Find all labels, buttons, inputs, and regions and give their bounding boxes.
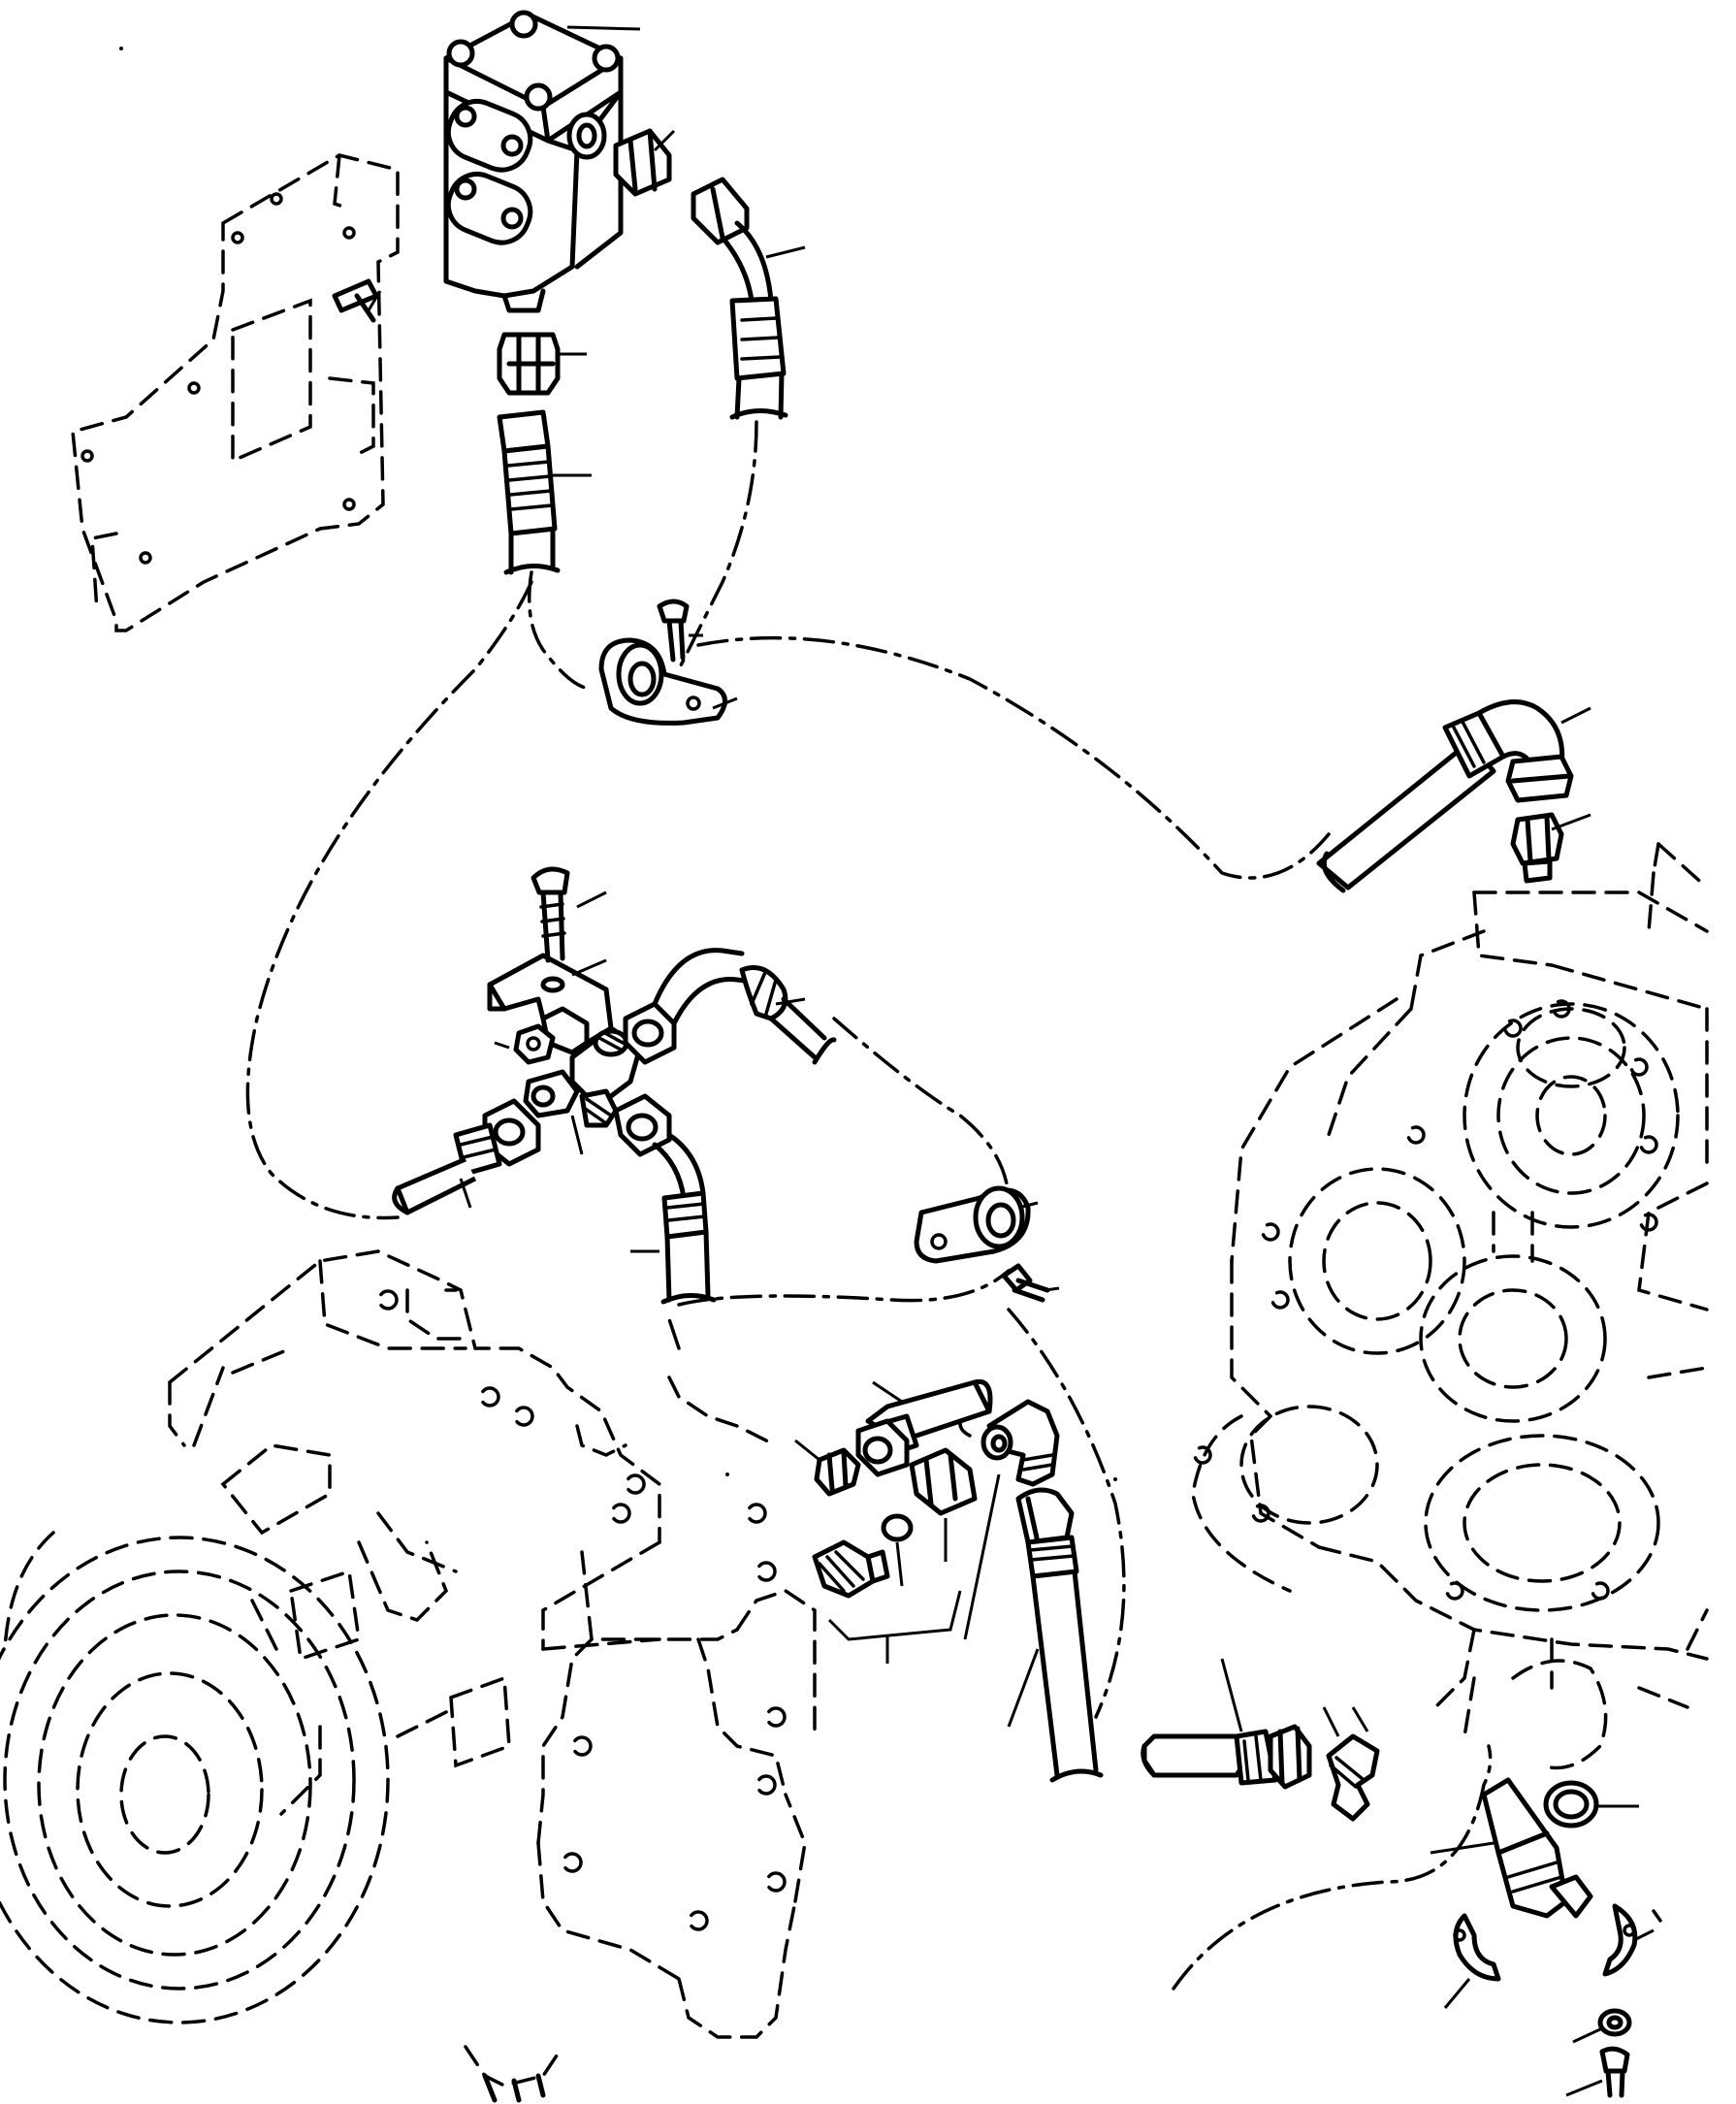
clamp-bolt-upper [657,599,703,663]
small-adapter-lower [794,1439,861,1497]
clamp-bolt-middle [1001,1263,1060,1303]
split-flange-half-left [1443,1913,1501,2009]
hose-elbow-upper [691,177,806,420]
elbow-fitting-lower [963,1399,1060,1640]
callout-leader-valve [566,25,641,31]
flange-bolt [1565,2046,1630,2098]
hose-lower-right [1141,1658,1278,1786]
lock-washer [1572,2008,1632,2044]
hose-left-tee [392,1098,541,1215]
valve-side-adapter [613,128,676,197]
brake-valve [443,10,624,313]
pump-adapter-right [1510,812,1591,884]
hose-straight-upper [497,409,592,575]
hydraulic-pump-housing [1191,842,1709,1770]
elbow-fitting-lower-right [1322,1706,1380,1822]
o-ring-lower-right [1543,1780,1639,1829]
mounting-bracket-plate [71,153,400,632]
hose-nut-lower [855,1418,910,1477]
tee-bracket-bolt [530,866,607,963]
stray-marks [119,47,1662,1923]
plate-bolt [332,278,382,323]
pipe-clamp-upper [598,637,738,726]
tee-fitting [523,1025,643,1155]
hose-nut-lower-2 [909,1447,978,1562]
hose-routing-centerlines [245,420,1493,1991]
connector-lower [812,1539,890,1599]
o-ring-lower [881,1513,914,1587]
hose-elbow-tee-top [623,948,837,1065]
hose-nut-lower-right [1268,1724,1312,1790]
split-flange-half-right [1602,1903,1655,1977]
tee-nut [494,1023,556,1065]
valve-lower-adapter [497,332,587,396]
hose-elbow-tee-bottom [613,1093,717,1305]
hose-long-vertical [1007,1487,1104,1783]
hose-elbow-right [1316,699,1591,893]
transmission-housing [0,1249,817,2103]
hose-elbow-lower-right [1430,1777,1593,1919]
callout-bracket-lower [827,1590,962,1641]
pipe-clamp-middle [914,1185,1039,1264]
